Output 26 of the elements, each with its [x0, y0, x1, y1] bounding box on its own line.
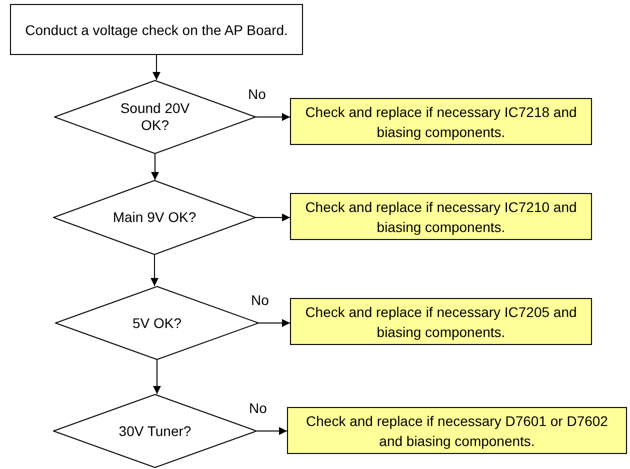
decision-diamond — [53, 180, 256, 255]
edge-label: No — [248, 87, 266, 101]
edge-label: No — [251, 293, 269, 307]
process-box — [10, 4, 303, 55]
node-text: Sound 20V OK? — [119, 100, 191, 134]
node-text: Check and replace if necessary IC7205 and biasing components. — [304, 302, 578, 342]
node-text: 30V Tuner? — [118, 422, 192, 440]
arrow — [153, 360, 161, 394]
arrow — [151, 154, 159, 180]
arrow — [258, 319, 290, 327]
arrow — [152, 54, 160, 80]
node-text: Check and replace if necessary IC7210 and biasing components. — [304, 198, 578, 236]
action-box — [290, 193, 592, 240]
arrow — [256, 113, 290, 121]
edge-label: No — [249, 401, 267, 415]
arrow — [256, 427, 288, 435]
action-box — [290, 298, 592, 345]
arrow — [150, 254, 158, 286]
node-text: Main 9V OK? — [112, 209, 196, 226]
node-text: 5V OK? — [132, 314, 182, 332]
action-box — [290, 98, 592, 145]
arrow — [256, 214, 290, 222]
node-text: Conduct a voltage check on the AP Board. — [25, 20, 288, 40]
node-text: Check and replace if necessary D7601 or D7602 and biasing components. — [305, 412, 609, 450]
node-text: Check and replace if necessary IC7218 and biasing components. — [304, 102, 578, 142]
action-box — [287, 407, 627, 454]
